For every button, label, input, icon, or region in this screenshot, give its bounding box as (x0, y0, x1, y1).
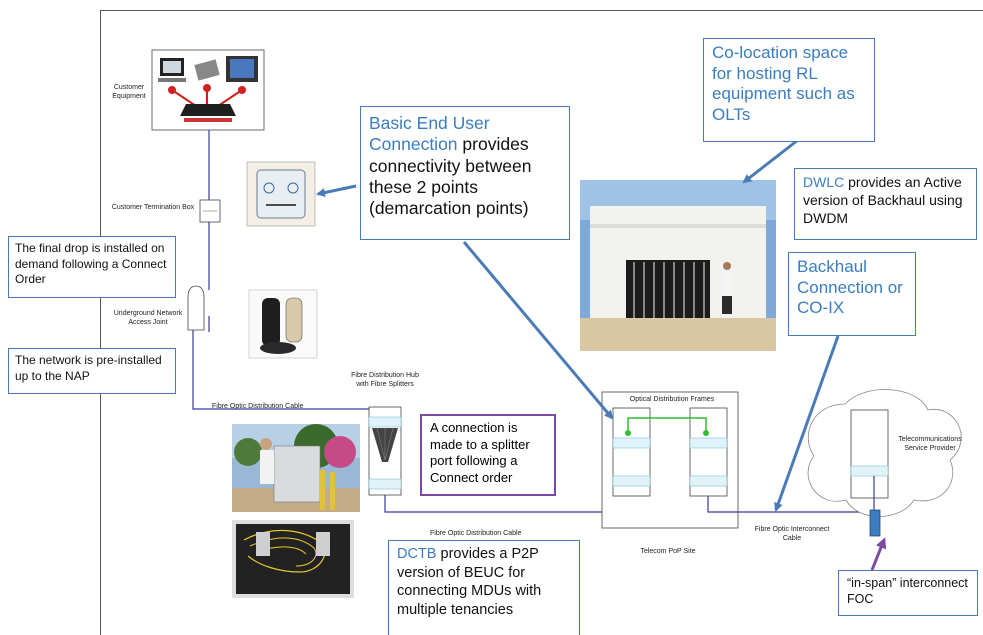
fibre-optic-interconnect-cable-label: Fibre Optic Interconnect Cable (754, 526, 830, 542)
colocation-text: Co-location space for hosting RL equipme… (712, 43, 855, 125)
access-joint-photo (248, 289, 318, 359)
fibre-tray-photo (232, 520, 354, 598)
underground-access-joint-label: Underground Network Access Joint (113, 310, 183, 326)
inspan-text: “in-span” interconnect FOC (847, 576, 968, 607)
dwlc-highlight: DWLC (803, 174, 845, 190)
page-left-border (100, 10, 101, 635)
beuc-highlight: Basic End User Connection (369, 113, 490, 155)
beuc-text: provides connectivity between these 2 po… (369, 134, 532, 219)
fibre-optic-distribution-cable-top-label: Fibre Optic Distribution Cable (212, 403, 304, 410)
customer-equipment-label: Customer Equipment (112, 84, 146, 100)
final-drop-callout: The final drop is installed on demand fo… (8, 236, 176, 298)
service-provider-cloud (807, 389, 962, 537)
telecom-pop-site-label: Telecom PoP Site (640, 548, 696, 555)
fibre-distribution-hub-label: Fibre Distribution Hub with Fibre Splitt… (351, 372, 419, 388)
colocation-callout: Co-location space for hosting RL equipme… (703, 38, 875, 142)
dwlc-callout: DWLC provides an Active version of Backh… (794, 168, 977, 240)
customer-equipment-panel (151, 49, 265, 131)
telecommunications-service-provider-label: Telecommunications Service Provider (898, 436, 962, 452)
inspan-callout: “in-span” interconnect FOC (838, 570, 978, 616)
backhaul-text: Backhaul Connection or CO-IX (797, 257, 903, 318)
splitter-connection-callout: A connection is made to a splitter port … (420, 414, 556, 496)
dctb-text: provides a P2P version of BEUC for conne… (397, 546, 542, 618)
splitter-connection-text: A connection is made to a splitter port … (430, 420, 530, 485)
final-drop-text: The final drop is installed on demand fo… (15, 241, 167, 287)
page-top-border (100, 10, 983, 11)
telecom-pop-site (601, 391, 739, 529)
network-preinstalled-callout: The network is pre-installed up to the N… (8, 348, 176, 394)
optical-distribution-frames-label: Optical Distribution Frames (629, 396, 715, 403)
beuc-callout: Basic End User Connection provides conne… (360, 106, 570, 240)
customer-termination-box-label: Customer Termination Box (111, 204, 195, 211)
fibre-distribution-hub (368, 406, 402, 496)
network-preinstalled-text: The network is pre-installed up to the N… (15, 353, 162, 383)
street-cabinet-photo (232, 424, 360, 512)
fibre-optic-distribution-cable-bottom-label: Fibre Optic Distribution Cable (430, 530, 522, 537)
backhaul-callout: Backhaul Connection or CO-IX (788, 252, 916, 336)
colocation-building-photo (580, 180, 776, 351)
dctb-callout: DCTB provides a P2P version of BEUC for … (388, 540, 580, 635)
termination-box-photo (246, 161, 316, 227)
dctb-highlight: DCTB (397, 546, 437, 562)
dwlc-text: provides an Active version of Backhaul u… (803, 174, 963, 227)
